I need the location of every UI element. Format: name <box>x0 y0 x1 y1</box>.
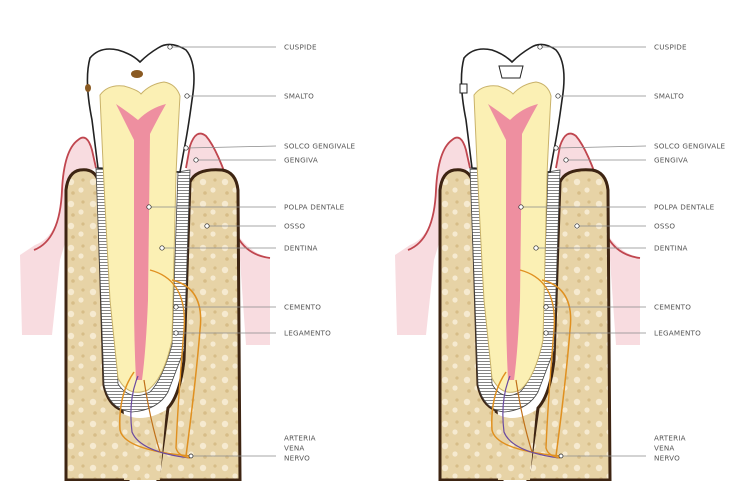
gingiva-border-left <box>33 136 97 251</box>
vein-left <box>130 375 191 459</box>
caries-top <box>131 70 143 78</box>
label-smalto-left: SMALTO <box>284 92 314 101</box>
nerve-left <box>149 269 191 459</box>
label-cemento-left: CEMENTO <box>284 303 321 312</box>
artery-r-2 <box>541 279 572 457</box>
label-legamento-right: LEGAMENTO <box>654 329 701 338</box>
label-cuspide-right: CUSPIDE <box>654 43 687 52</box>
label-dentina-left: DENTINA <box>284 244 318 253</box>
labels-right: CUSPIDE SMALTO SOLCO GENGIVALE GENGIVA P… <box>654 43 726 463</box>
nerve-r-branch <box>515 379 533 453</box>
label-arteria-right: ARTERIA <box>654 434 686 443</box>
label-nervo-right: NERVO <box>654 454 680 463</box>
nerve-r <box>519 269 561 459</box>
filling-side <box>459 83 468 94</box>
nerve-left-branch <box>143 379 161 453</box>
label-gengiva-left: GENGIVA <box>284 156 318 165</box>
label-legamento-left: LEGAMENTO <box>284 329 331 338</box>
label-gengiva-right: GENGIVA <box>654 156 688 165</box>
vein-r <box>502 375 561 459</box>
label-cuspide-left: CUSPIDE <box>284 43 317 52</box>
pulp-r <box>488 104 538 380</box>
pulp <box>116 104 166 380</box>
label-osso-right: OSSO <box>654 222 675 231</box>
label-vena-left: VENA <box>284 444 305 453</box>
gingiva-border-left-r <box>407 136 471 251</box>
tooth-right <box>395 43 641 481</box>
label-polpa-dentale-right: POLPA DENTALE <box>654 203 715 212</box>
label-vena-right: VENA <box>654 444 675 453</box>
label-polpa-dentale-left: POLPA DENTALE <box>284 203 345 212</box>
labels-left: CUSPIDE SMALTO SOLCO GENGIVALE GENGIVA P… <box>284 43 356 463</box>
label-osso-left: OSSO <box>284 222 305 231</box>
artery-left-2 <box>171 279 202 457</box>
label-dentina-right: DENTINA <box>654 244 688 253</box>
leaders-right <box>518 44 647 459</box>
label-cemento-right: CEMENTO <box>654 303 691 312</box>
bone-left <box>64 168 130 481</box>
tooth-left <box>20 43 271 481</box>
leaders-left <box>146 44 277 459</box>
label-arteria-left: ARTERIA <box>284 434 316 443</box>
label-solco-gengivale-right: SOLCO GENGIVALE <box>654 142 726 151</box>
caries-side <box>85 84 91 92</box>
label-solco-gengivale-left: SOLCO GENGIVALE <box>284 142 356 151</box>
filling-top <box>498 65 524 79</box>
label-smalto-right: SMALTO <box>654 92 684 101</box>
gingiva-border-right-r <box>555 132 641 259</box>
label-nervo-left: NERVO <box>284 454 310 463</box>
gingiva-border-right <box>185 132 271 259</box>
